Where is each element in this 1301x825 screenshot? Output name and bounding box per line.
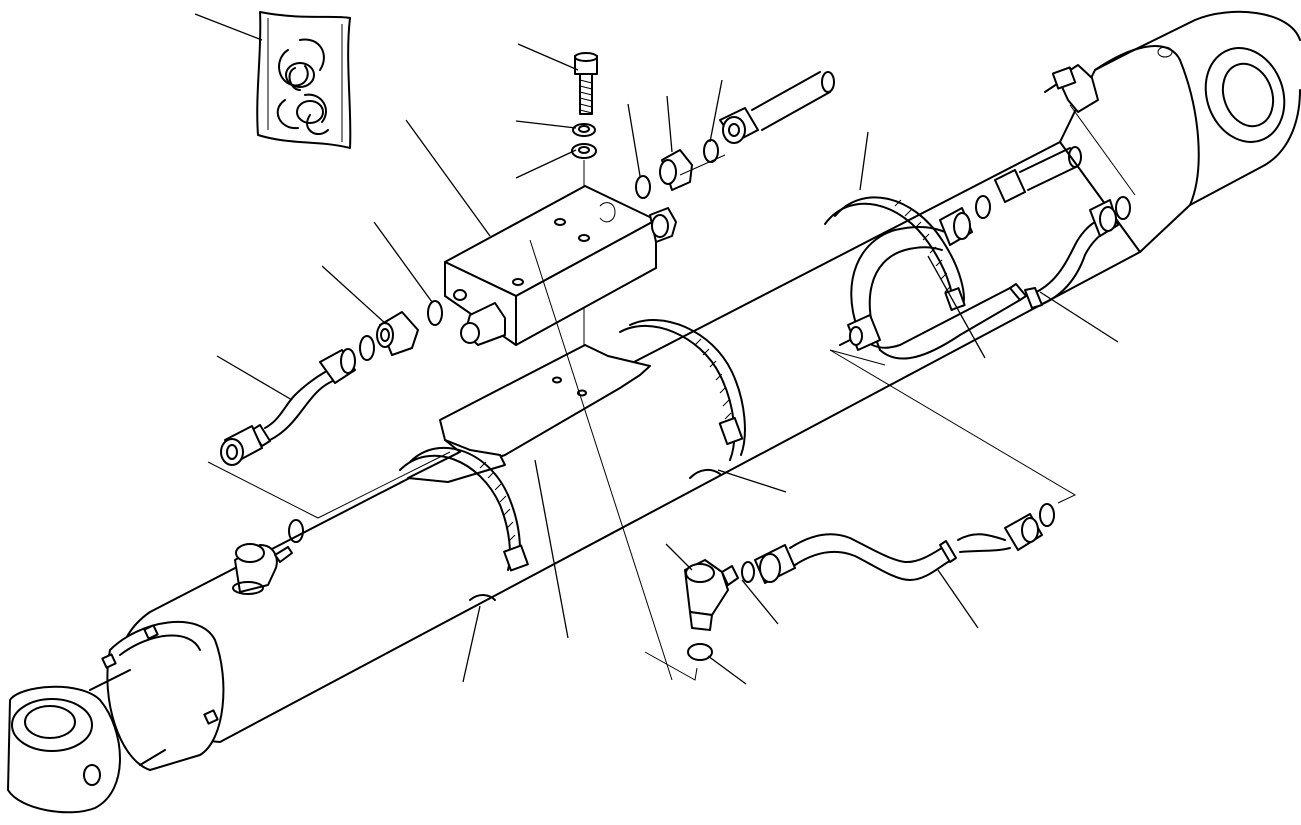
elbow-fitting [685,560,738,630]
seal-kit-bag [257,12,350,148]
hose-tube [840,200,1118,359]
o-ring [289,140,1130,660]
cylinder-end-cap [107,622,223,770]
mounting-plate [408,345,650,482]
callout-leaders [195,14,1118,684]
bolt [575,53,597,114]
adapter-fitting [660,150,692,190]
spring-washer [573,124,595,136]
valve-block [445,186,676,345]
hose-clamp-band [400,197,965,600]
piston-rod [90,670,165,765]
pressure-sensor [720,72,834,143]
hose-tube [221,349,355,465]
pressure-sensor [995,147,1081,202]
hydraulic-cylinder [8,12,1300,812]
cylinder-rear-eye [1193,37,1297,153]
adapter-fitting [377,312,418,355]
flat-washer [572,144,596,158]
hose-tube [755,514,1042,583]
assembly-lines [208,105,1135,680]
